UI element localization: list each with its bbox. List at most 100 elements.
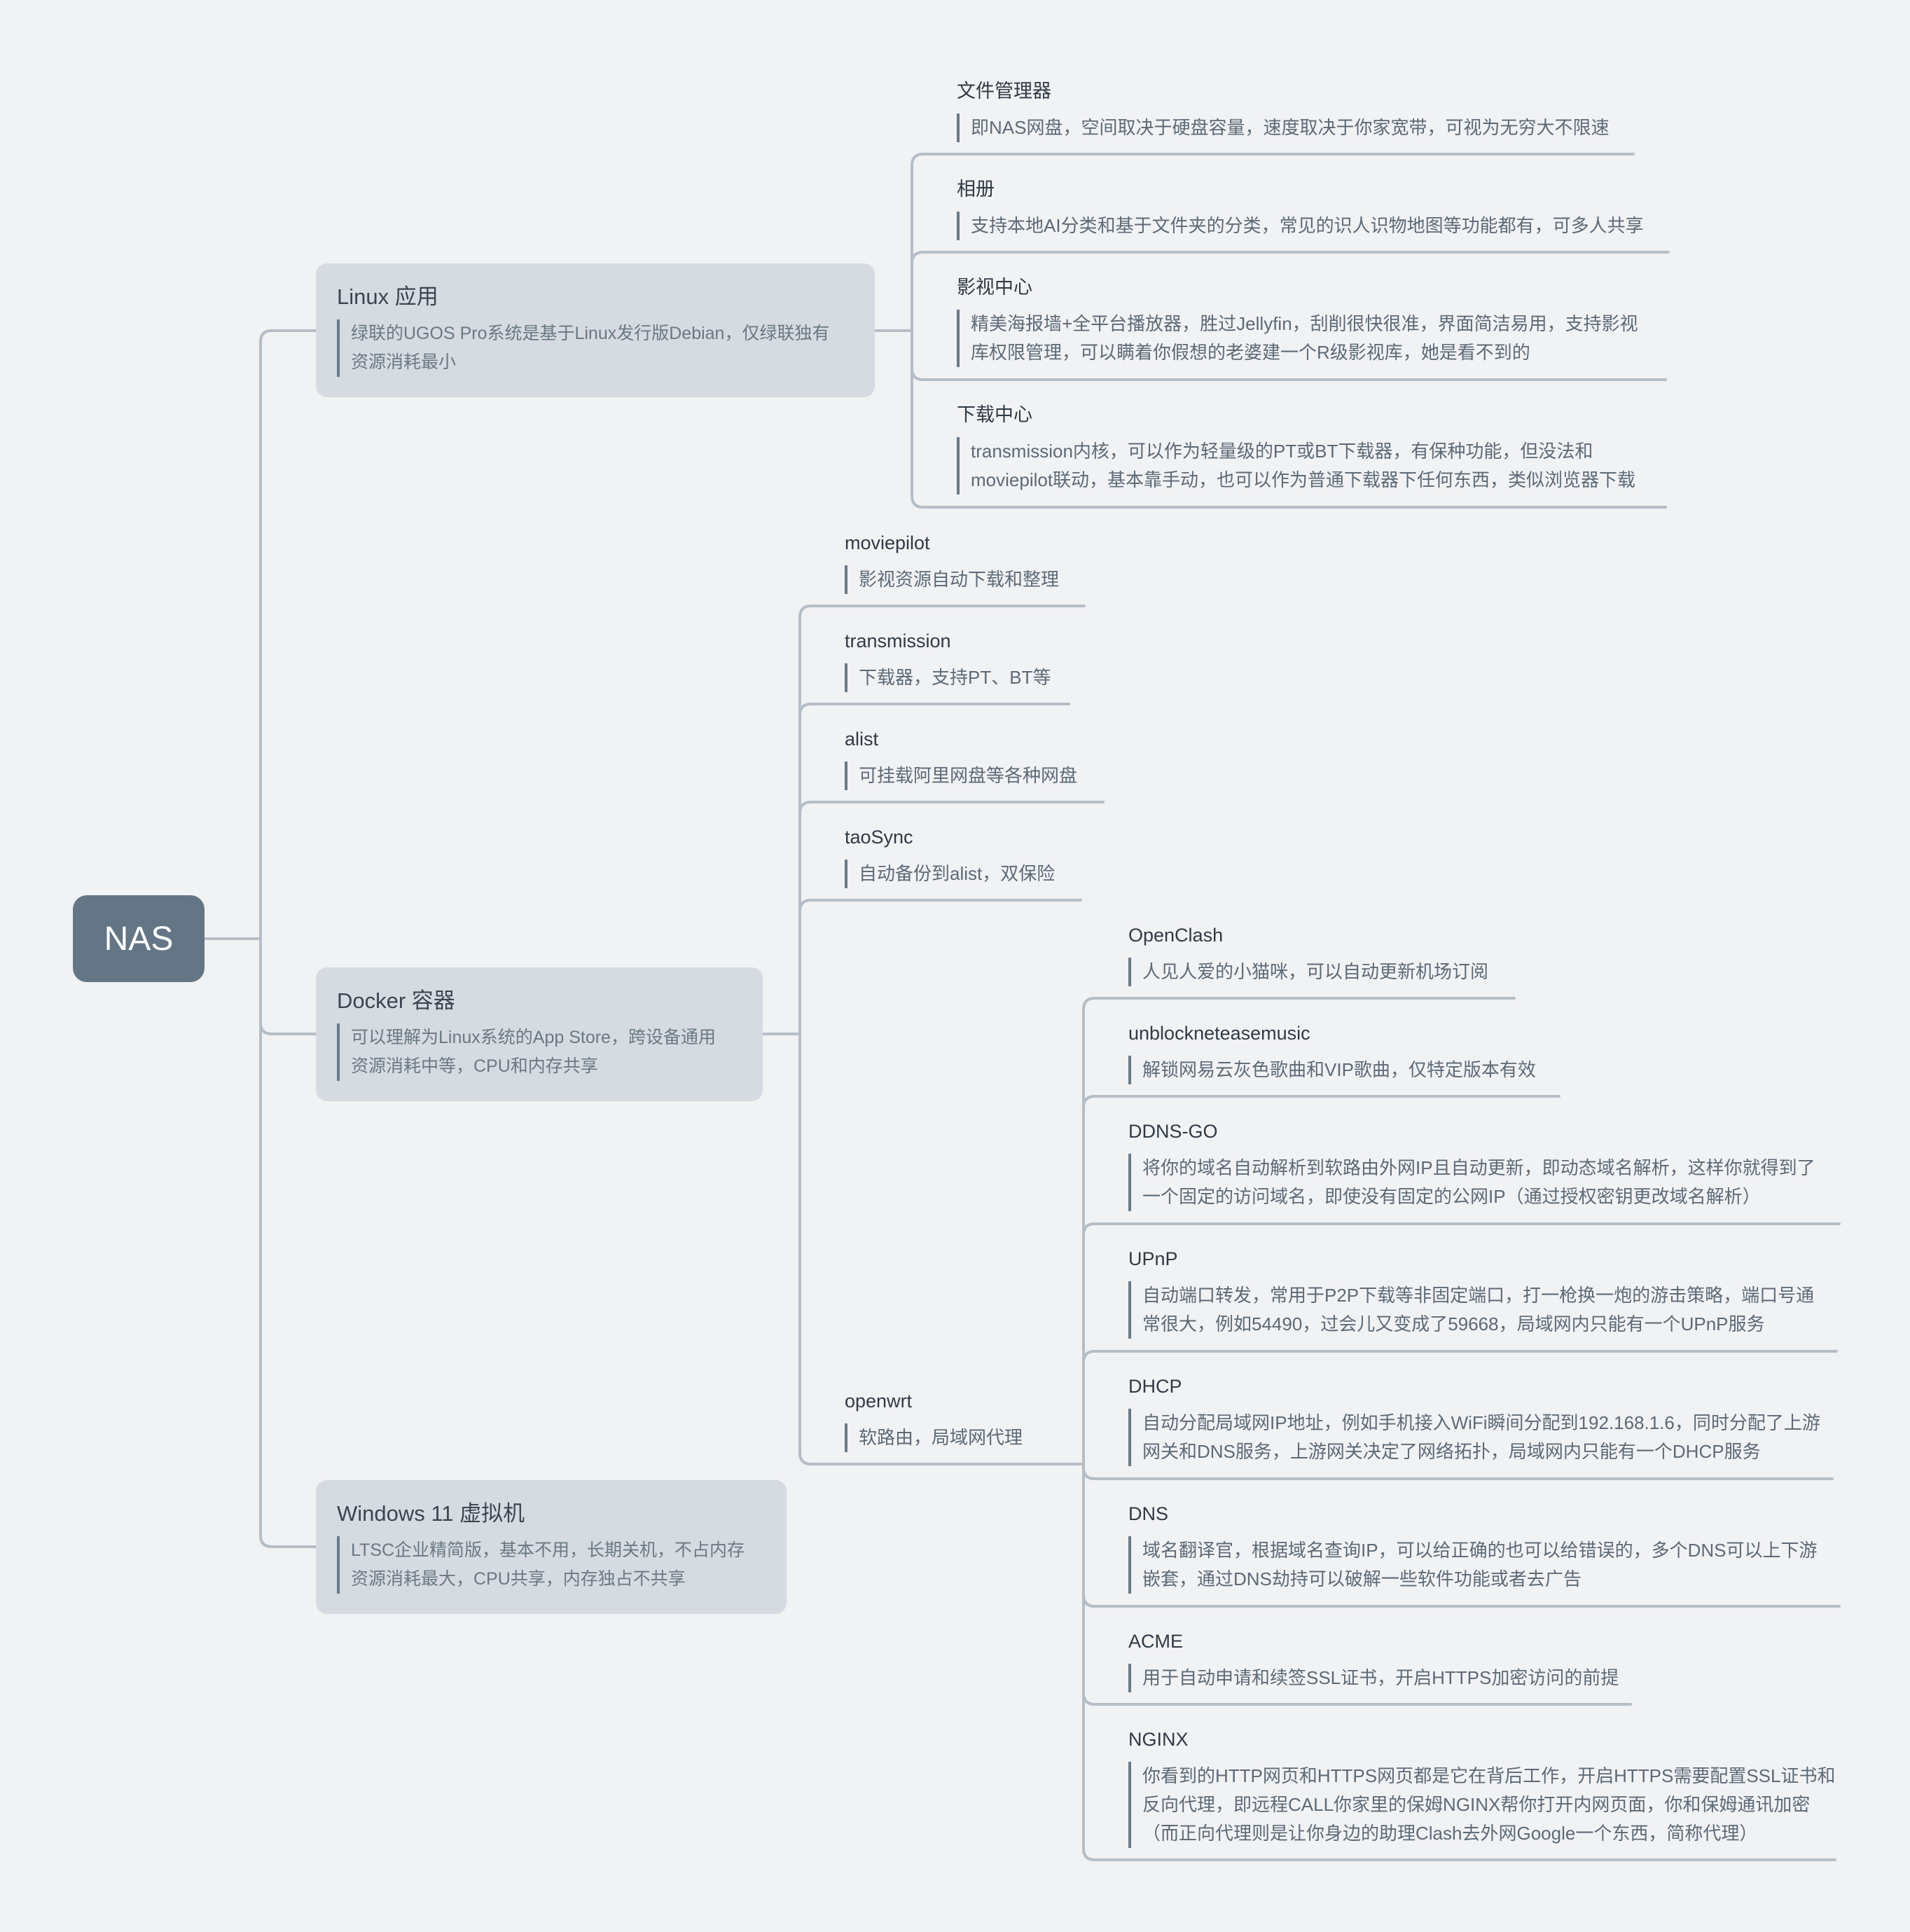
node-title: OpenClash: [1128, 925, 1224, 946]
node-alist[interactable]: alist 可挂载阿里网盘等各种网盘: [845, 726, 1077, 790]
branch-title: Linux 应用: [337, 284, 438, 309]
node-note: transmission内核，可以作为轻量级的PT或BT下载器，有保种功能，但没…: [957, 437, 1635, 495]
node-note: 支持本地AI分类和基于文件夹的分类，常见的识人识物地图等功能都有，可多人共享: [957, 212, 1644, 240]
note-line: 域名翻译官，根据域名查询IP，可以给正确的也可以给错误的，多个DNS可以上下游: [1142, 1540, 1818, 1561]
node-upnp[interactable]: UPnP 自动端口转发，常用于P2P下载等非固定端口，打一枪换一炮的游击策略，端…: [1128, 1246, 1814, 1339]
node-dhcp[interactable]: DHCP 自动分配局域网IP地址，例如手机接入WiFi瞬间分配到192.168.…: [1128, 1374, 1820, 1466]
node-title: transmission: [845, 630, 951, 651]
node-file-manager[interactable]: 文件管理器 即NAS网盘，空间取决于硬盘容量，速度取决于你家宽带，可视为无穷大不…: [957, 78, 1609, 142]
node-title: 下载中心: [957, 404, 1032, 425]
node-title: DDNS-GO: [1128, 1121, 1218, 1142]
note-line: 嵌套，通过DNS劫持可以破解一些软件功能或者去广告: [1142, 1568, 1582, 1589]
node-note: 自动分配局域网IP地址，例如手机接入WiFi瞬间分配到192.168.1.6，同…: [1128, 1409, 1820, 1466]
root-node-nas[interactable]: NAS: [73, 895, 205, 982]
node-ddns-go[interactable]: DDNS-GO 将你的域名自动解析到软路由外网IP且自动更新，即动态域名解析，这…: [1128, 1119, 1815, 1211]
node-title: DHCP: [1128, 1376, 1182, 1397]
node-acme[interactable]: ACME 用于自动申请和续签SSL证书，开启HTTPS加密访问的前提: [1128, 1629, 1619, 1692]
note-line: transmission内核，可以作为轻量级的PT或BT下载器，有保种功能，但没…: [971, 441, 1593, 462]
note-line: moviepilot联动，基本靠手动，也可以作为普通下载器下任何东西，类似浏览器…: [971, 469, 1636, 490]
node-note: 精美海报墙+全平台播放器，胜过Jellyfin，刮削很快很准，界面简洁易用，支持…: [957, 310, 1638, 367]
branch-note: 可以理解为Linux系统的App Store，跨设备通用 资源消耗中等，CPU和…: [337, 1023, 742, 1081]
note-line: 可挂载阿里网盘等各种网盘: [859, 765, 1078, 786]
branch-title: Windows 11 虚拟机: [337, 1501, 525, 1526]
node-taosync[interactable]: taoSync 自动备份到alist，双保险: [845, 824, 1055, 888]
connector-child-underline: [798, 801, 1105, 815]
note-line: 反向代理，即远程CALL你家里的保姆NGINX帮你打开内网页面，你和保姆通讯加密: [1142, 1794, 1811, 1815]
node-dns[interactable]: DNS 域名翻译官，根据域名查询IP，可以给正确的也可以给错误的，多个DNS可以…: [1128, 1501, 1817, 1594]
note-line: 精美海报墙+全平台播放器，胜过Jellyfin，刮削很快很准，界面简洁易用，支持…: [971, 313, 1638, 334]
node-nginx[interactable]: NGINX 你看到的HTTP网页和HTTPS网页都是它在背后工作，开启HTTPS…: [1128, 1727, 1835, 1848]
connector-child-underline: [1082, 1466, 1834, 1480]
note-line: 支持本地AI分类和基于文件夹的分类，常见的识人识物地图等功能都有，可多人共享: [971, 215, 1644, 236]
node-transmission[interactable]: transmission 下载器，支持PT、BT等: [845, 628, 1051, 692]
node-note: 域名翻译官，根据域名查询IP，可以给正确的也可以给错误的，多个DNS可以上下游 …: [1128, 1536, 1817, 1594]
node-openwrt[interactable]: openwrt 软路由，局域网代理: [845, 1388, 1023, 1452]
note-line: 你看到的HTTP网页和HTTPS网页都是它在背后工作，开启HTTPS需要配置SS…: [1142, 1765, 1836, 1786]
connector-child-underline: [1082, 1095, 1560, 1109]
node-title: openwrt: [845, 1391, 913, 1412]
note-line: 绿联的UGOS Pro系统是基于Linux发行版Debian，仅绿联独有: [351, 324, 830, 343]
node-note: 将你的域名自动解析到软路由外网IP且自动更新，即动态域名解析，这样你就得到了 一…: [1128, 1154, 1815, 1211]
note-line: 下载器，支持PT、BT等: [859, 667, 1051, 688]
note-line: 即NAS网盘，空间取决于硬盘容量，速度取决于你家宽带，可视为无穷大不限速: [971, 117, 1610, 138]
node-note: 人见人爱的小猫咪，可以自动更新机场订阅: [1128, 958, 1488, 986]
node-moviepilot[interactable]: moviepilot 影视资源自动下载和整理: [845, 530, 1059, 594]
node-note: 影视资源自动下载和整理: [845, 565, 1059, 594]
node-title: DNS: [1128, 1503, 1169, 1524]
note-line: 自动备份到alist，双保险: [859, 863, 1056, 884]
note-line: 网关和DNS服务，上游网关决定了网络拓扑，局域网内只能有一个DHCP服务: [1142, 1441, 1761, 1462]
connector-child-underline: [1082, 1847, 1836, 1861]
node-title: 影视中心: [957, 277, 1032, 298]
note-line: 用于自动申请和续签SSL证书，开启HTTPS加密访问的前提: [1142, 1667, 1619, 1688]
connector-child-underline: [1082, 997, 1516, 1011]
node-title: taoSync: [845, 827, 913, 848]
note-line: 人见人爱的小猫咪，可以自动更新机场订阅: [1142, 961, 1489, 982]
node-unblockneteasemusic[interactable]: unblockneteasemusic 解锁网易云灰色歌曲和VIP歌曲，仅特定版…: [1128, 1021, 1536, 1084]
node-note: 解锁网易云灰色歌曲和VIP歌曲，仅特定版本有效: [1128, 1056, 1536, 1084]
node-note: 即NAS网盘，空间取决于硬盘容量，速度取决于你家宽带，可视为无穷大不限速: [957, 113, 1609, 142]
branch-note: 绿联的UGOS Pro系统是基于Linux发行版Debian，仅绿联独有 资源消…: [337, 319, 854, 377]
node-title: alist: [845, 729, 879, 750]
branch-windows-vm[interactable]: Windows 11 虚拟机 LTSC企业精简版，基本不用，长期关机，不占内存 …: [316, 1480, 787, 1614]
branch-docker[interactable]: Docker 容器 可以理解为Linux系统的App Store，跨设备通用 资…: [316, 967, 763, 1101]
note-line: 软路由，局域网代理: [859, 1427, 1023, 1448]
node-title: unblockneteasemusic: [1128, 1023, 1310, 1044]
branch-note: LTSC企业精简版，基本不用，长期关机，不占内存 资源消耗最大，CPU共享，内存…: [337, 1536, 766, 1594]
branch-linux-apps[interactable]: Linux 应用 绿联的UGOS Pro系统是基于Linux发行版Debian，…: [316, 263, 875, 397]
connector-child-underline: [798, 899, 1082, 913]
node-title: 相册: [957, 179, 995, 200]
node-note: 自动端口转发，常用于P2P下载等非固定端口，打一枪换一炮的游击策略，端口号通 常…: [1128, 1281, 1814, 1339]
connector-child-underline: [911, 251, 1670, 265]
node-photos[interactable]: 相册 支持本地AI分类和基于文件夹的分类，常见的识人识物地图等功能都有，可多人共…: [957, 177, 1644, 240]
note-line: 库权限管理，可以瞒着你假想的老婆建一个R级影视库，她是看不到的: [971, 342, 1530, 363]
node-note: 自动备份到alist，双保险: [845, 860, 1055, 888]
connector-child-underline: [911, 495, 1667, 509]
connector-child-underline: [1082, 1222, 1841, 1236]
node-download-center[interactable]: 下载中心 transmission内核，可以作为轻量级的PT或BT下载器，有保种…: [957, 402, 1635, 495]
connector-root-branch: [259, 329, 317, 343]
connector-root-branch: [259, 1021, 317, 1035]
connector-root-branch: [259, 1534, 317, 1548]
note-line: 资源消耗最大，CPU共享，内存独占不共享: [351, 1569, 686, 1589]
note-line: 将你的域名自动解析到软路由外网IP且自动更新，即动态域名解析，这样你就得到了: [1142, 1157, 1815, 1178]
connector-child-underline: [1082, 1594, 1841, 1608]
note-line: 资源消耗最小: [351, 352, 457, 372]
note-line: 自动端口转发，常用于P2P下载等非固定端口，打一枪换一炮的游击策略，端口号通: [1142, 1285, 1815, 1306]
node-title: moviepilot: [845, 532, 930, 553]
note-line: （而正向代理则是让你身边的助理Clash去外网Google一个东西，简称代理）: [1142, 1823, 1758, 1844]
node-note: 下载器，支持PT、BT等: [845, 663, 1051, 692]
connector-child-underline: [798, 605, 1086, 619]
node-note: 软路由，局域网代理: [845, 1423, 1023, 1452]
connector-child-underline: [1082, 1692, 1632, 1706]
note-line: 可以理解为Linux系统的App Store，跨设备通用: [351, 1028, 716, 1047]
connector-child-underline: [911, 153, 1635, 167]
connector-child-underline: [1082, 1350, 1838, 1364]
note-line: 资源消耗中等，CPU和内存共享: [351, 1056, 598, 1076]
node-openclash[interactable]: OpenClash 人见人爱的小猫咪，可以自动更新机场订阅: [1128, 923, 1488, 986]
branch-title: Docker 容器: [337, 988, 455, 1013]
note-line: 一个固定的访问域名，即使没有固定的公网IP（通过授权密钥更改域名解析）: [1142, 1186, 1761, 1207]
connector-child-underline: [798, 703, 1070, 717]
node-title: ACME: [1128, 1631, 1184, 1652]
node-media-center[interactable]: 影视中心 精美海报墙+全平台播放器，胜过Jellyfin，刮削很快很准，界面简洁…: [957, 275, 1638, 367]
